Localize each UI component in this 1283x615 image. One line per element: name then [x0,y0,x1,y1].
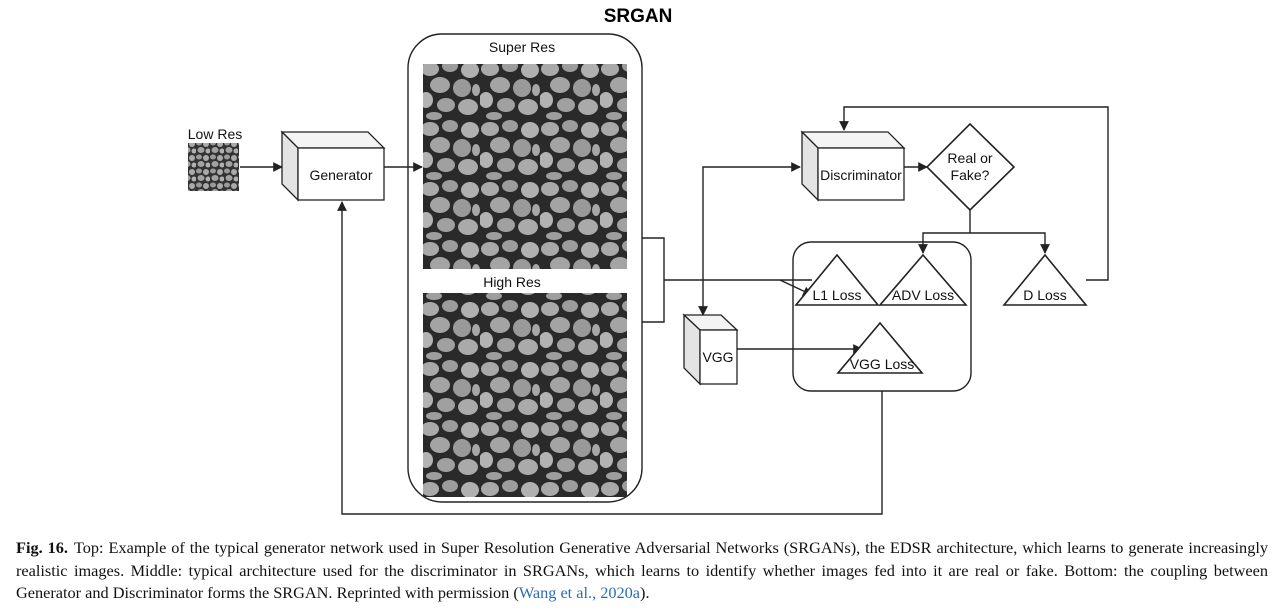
figure-caption: Fig. 16.Top: Example of the typical gene… [16,537,1268,605]
citation-link[interactable]: Wang et al., 2020a [518,583,641,602]
super-res-image [423,64,627,269]
l1-loss-label: L1 Loss [812,287,861,303]
d-loss-label: D Loss [1023,287,1067,303]
high-res-label: High Res [483,274,541,290]
low-res-image [188,143,239,191]
diagram-title: SRGAN [604,6,673,27]
vgg-loss-label: VGG Loss [850,356,915,372]
arrow-d-loss-to-discriminator [839,106,1109,281]
l1-loss-node: L1 Loss [794,253,880,306]
adv-loss-label: ADV Loss [892,287,954,303]
generator-box: Generator [280,130,386,202]
images-panel [407,33,643,503]
discriminator-box: Discriminator [800,130,906,202]
decision-line1: Real or [947,150,992,166]
real-or-fake-decision: Real or Fake? [925,122,1016,212]
arrow-decision-to-adv-loss [918,232,970,254]
high-res-image [423,293,627,497]
vgg-label: VGG [702,349,733,365]
d-loss-node: D Loss [1002,253,1088,306]
figure-label: Fig. 16. [16,538,68,557]
discriminator-label: Discriminator [820,167,902,183]
arrow-to-discriminator [702,162,801,280]
vgg-loss-node: VGG Loss [836,321,924,374]
decision-line2: Fake? [951,167,990,183]
super-res-label: Super Res [489,39,555,55]
srgan-diagram: SRGAN Low Res Generator Super Res High R… [188,6,1109,515]
generator-label: Generator [309,167,372,183]
caption-text: Top: Example of the typical generator ne… [16,538,1268,602]
low-res-label: Low Res [188,126,242,142]
arrow-decision-to-d-loss [970,232,1050,254]
vgg-box: VGG [682,313,739,386]
adv-loss-node: ADV Loss [878,253,968,306]
arrow-loss-to-generator [337,201,883,515]
images-bracket [642,237,665,323]
caption-end: ). [640,583,650,602]
